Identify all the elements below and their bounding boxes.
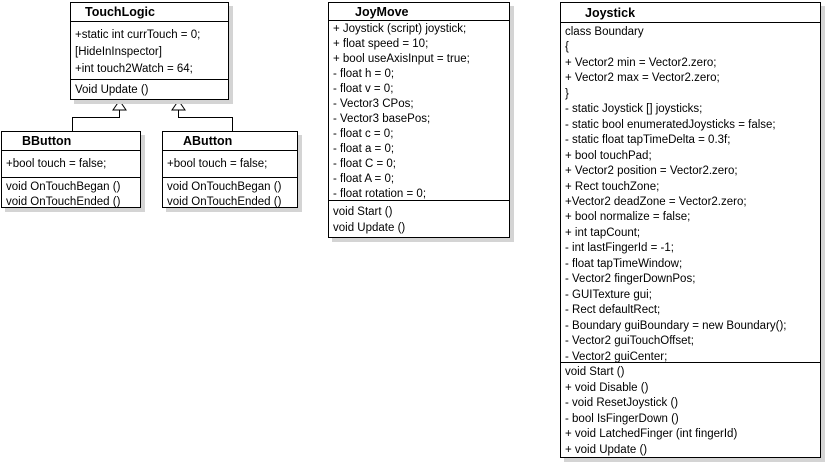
attributes-section: +bool touch = false; [163, 151, 297, 178]
method-row: - void ResetJoystick () [565, 397, 679, 410]
attribute-row: - float A = 0; [333, 173, 395, 185]
class-box-touchlogic[interactable]: TouchLogic +static int currTouch = 0; [H… [70, 2, 229, 100]
attribute-row: +bool touch = false; [6, 158, 107, 170]
class-title: BButton [2, 132, 140, 151]
method-row: void Start () [333, 206, 393, 218]
attribute-row: - Vector3 CPos; [333, 98, 414, 110]
method-row: + void Disable () [565, 381, 649, 394]
attribute-row: - static bool enumeratedJoysticks = fals… [565, 118, 776, 131]
generalization-arrowhead [171, 99, 186, 111]
attribute-row: { [565, 41, 569, 54]
attribute-row: + Vector2 max = Vector2.zero; [565, 72, 720, 85]
attribute-row: +int touch2Watch = 64; [75, 63, 193, 75]
attribute-row: - Rect defaultRect; [565, 304, 661, 317]
attribute-row: + int tapCount; [565, 226, 641, 239]
attribute-row: - float rotation = 0; [333, 188, 427, 200]
attribute-row: - Vector2 guiCenter; [565, 350, 668, 363]
attributes-section: +static int currTouch = 0; [HideInInspec… [71, 22, 228, 80]
attribute-row: + bool useAxisInput = true; [333, 53, 470, 65]
attribute-row: - static Joystick [] joysticks; [565, 103, 703, 116]
method-row: void OnTouchEnded () [6, 195, 121, 208]
attribute-row: - Vector3 basePos; [333, 113, 431, 125]
attribute-row: + Joystick (script) joystick; [333, 23, 467, 35]
class-title: TouchLogic [71, 3, 228, 22]
attribute-row: + bool touchPad; [565, 149, 652, 162]
attribute-row: + bool normalize = false; [565, 211, 691, 224]
methods-section: Void Update () [71, 80, 228, 99]
methods-section: void Start () void Update () [329, 201, 509, 237]
class-title: JoyMove [329, 3, 509, 21]
attribute-row: + Vector2 position = Vector2.zero; [565, 165, 738, 178]
class-title: Joystick [561, 3, 820, 23]
attribute-row: + Rect touchZone; [565, 180, 660, 193]
attribute-row: } [565, 87, 569, 100]
method-row: + void Update () [565, 443, 648, 456]
attribute-row: +Vector2 deadZone = Vector2.zero; [565, 195, 747, 208]
method-row: void OnTouchEnded () [167, 195, 282, 208]
attribute-row: + Vector2 min = Vector2.zero; [565, 56, 717, 69]
method-row: void Update () [333, 222, 406, 234]
class-box-abutton[interactable]: AButton +bool touch = false; void OnTouc… [162, 131, 298, 208]
attribute-row: - static float tapTimeDelta = 0.3f; [565, 134, 731, 147]
method-row: void Start () [565, 366, 625, 378]
attribute-row: - Boundary guiBoundary = new Boundary(); [565, 319, 787, 332]
attribute-row: - float a = 0; [333, 143, 395, 155]
attribute-row: - float c = 0; [333, 128, 394, 140]
attributes-section: +bool touch = false; [2, 151, 140, 178]
attribute-row: class Boundary [565, 26, 644, 38]
attribute-row: - float tapTimeWindow; [565, 257, 683, 270]
method-row: - bool IsFingerDown () [565, 412, 679, 425]
attribute-row: [HideInInspector] [75, 46, 162, 58]
attribute-row: + float speed = 10; [333, 38, 429, 50]
connector-abutton-to-touchlogic[interactable] [171, 99, 233, 132]
class-box-bbutton[interactable]: BButton +bool touch = false; void OnTouc… [1, 131, 141, 208]
attributes-section: + Joystick (script) joystick; + float sp… [329, 21, 509, 201]
generalization-arrowhead [112, 99, 127, 111]
attribute-row: - float h = 0; [333, 68, 395, 80]
method-row: Void Update () [75, 84, 149, 96]
connector-bbutton-to-touchlogic[interactable] [72, 99, 127, 132]
attribute-row: - int lastFingerId = -1; [565, 242, 674, 255]
method-row: void OnTouchBegan () [167, 181, 282, 193]
class-box-joymove[interactable]: JoyMove + Joystick (script) joystick; + … [328, 2, 510, 238]
attribute-row: - Vector2 guiTouchOffset; [565, 335, 694, 348]
class-title: AButton [163, 132, 297, 151]
attribute-row: - Vector2 fingerDownPos; [565, 273, 696, 286]
methods-section: void OnTouchBegan () void OnTouchEnded (… [163, 178, 297, 207]
methods-section: void Start () + void Disable () - void R… [561, 363, 820, 457]
attribute-row: - GUITexture gui; [565, 288, 652, 301]
method-row: void OnTouchBegan () [6, 181, 121, 193]
attributes-section: class Boundary { + Vector2 min = Vector2… [561, 23, 820, 363]
attribute-row: - float C = 0; [333, 158, 396, 170]
method-row: + void LatchedFinger (int fingerId) [565, 428, 738, 441]
methods-section: void OnTouchBegan () void OnTouchEnded (… [2, 178, 140, 207]
class-box-joystick[interactable]: Joystick class Boundary { + Vector2 min … [560, 2, 821, 458]
attribute-row: +bool touch = false; [167, 158, 268, 170]
attribute-row: - float v = 0; [333, 83, 394, 95]
attribute-row: +static int currTouch = 0; [75, 29, 201, 41]
